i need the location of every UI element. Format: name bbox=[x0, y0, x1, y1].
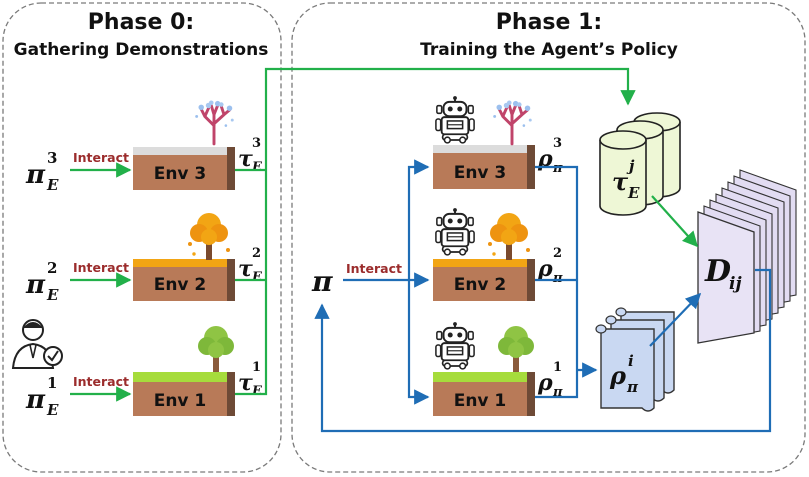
agent-policy: π bbox=[311, 265, 333, 298]
env-label: Env 1 bbox=[454, 391, 507, 411]
phase0-panel bbox=[2, 2, 282, 473]
svg-text:τ: τ bbox=[238, 146, 253, 172]
svg-text:E: E bbox=[251, 270, 263, 285]
interact-label: Interact bbox=[73, 260, 129, 275]
svg-text:ρ: ρ bbox=[609, 361, 627, 390]
phase0-title: Phase 0: bbox=[88, 10, 194, 35]
svg-text:τ: τ bbox=[238, 370, 253, 396]
phase0-subtitle: Gathering Demonstrations bbox=[14, 40, 269, 60]
rollout-2: ρ 2 π bbox=[537, 246, 563, 286]
autumn-tree-icon bbox=[188, 213, 230, 260]
svg-text:π: π bbox=[552, 385, 563, 400]
svg-text:π: π bbox=[25, 270, 46, 300]
svg-text:1: 1 bbox=[47, 374, 57, 392]
svg-text:i: i bbox=[628, 352, 634, 370]
agent-interact-arrow-1 bbox=[407, 280, 430, 405]
svg-text:ρ: ρ bbox=[537, 146, 553, 172]
svg-text:π: π bbox=[552, 271, 563, 286]
svg-text:τ: τ bbox=[612, 167, 629, 196]
demo-to-disc-arrow bbox=[651, 195, 699, 248]
svg-text:E: E bbox=[46, 401, 59, 419]
svg-text:3: 3 bbox=[252, 136, 261, 151]
phase1-env2: Env 2 bbox=[433, 259, 535, 301]
svg-text:E: E bbox=[251, 384, 263, 399]
green-tree-icon bbox=[198, 326, 234, 372]
svg-text:ρ: ρ bbox=[537, 370, 553, 396]
rollout-3: ρ 3 π bbox=[537, 136, 563, 176]
interact-label: Interact bbox=[73, 374, 129, 389]
env-label: Env 2 bbox=[154, 275, 207, 295]
svg-text:1: 1 bbox=[252, 360, 261, 375]
svg-text:E: E bbox=[46, 176, 59, 194]
svg-text:1: 1 bbox=[553, 360, 562, 375]
svg-text:E: E bbox=[46, 286, 59, 304]
svg-text:2: 2 bbox=[252, 246, 261, 261]
svg-text:ij: ij bbox=[729, 274, 742, 294]
demo-traj-3: τ 3 E bbox=[238, 136, 263, 175]
robot-icon bbox=[434, 208, 476, 256]
expert-policy-2: π 2 E bbox=[25, 259, 59, 304]
rollout-to-disc-arrow bbox=[649, 292, 702, 347]
rollout-store: ρ i π bbox=[595, 307, 675, 412]
phase1-env3: Env 3 bbox=[433, 145, 535, 189]
discriminator: D ij bbox=[697, 169, 797, 344]
phase0-env1: Env 1 bbox=[133, 372, 235, 416]
interact-label: Interact bbox=[73, 150, 129, 165]
svg-text:π: π bbox=[552, 161, 563, 176]
phase0-env3: Env 3 bbox=[133, 147, 235, 190]
env-label: Env 3 bbox=[454, 163, 507, 183]
svg-text:π: π bbox=[626, 378, 639, 396]
svg-text:π: π bbox=[311, 265, 333, 298]
env-label: Env 2 bbox=[454, 275, 507, 295]
expert-policy-1: π 1 E bbox=[25, 374, 59, 419]
robot-icon bbox=[434, 96, 476, 144]
svg-text:τ: τ bbox=[238, 256, 253, 282]
green-tree-icon bbox=[498, 326, 534, 372]
svg-text:2: 2 bbox=[47, 259, 57, 277]
demo-store: τ j E bbox=[599, 112, 681, 216]
demo-traj-1: τ 1 E bbox=[238, 360, 263, 399]
svg-text:3: 3 bbox=[553, 136, 562, 151]
robot-icon bbox=[434, 322, 476, 370]
demo-collect-arrow bbox=[235, 67, 636, 396]
winter-tree-icon bbox=[193, 98, 235, 146]
phase1-panel bbox=[291, 2, 806, 473]
winter-tree-icon bbox=[491, 98, 533, 146]
svg-text:D: D bbox=[704, 254, 731, 289]
svg-text:2: 2 bbox=[553, 246, 562, 261]
reward-feedback-arrow bbox=[314, 268, 772, 433]
svg-text:j: j bbox=[626, 157, 635, 175]
agent-interact-arrow-3 bbox=[407, 159, 430, 280]
phase1-subtitle: Training the Agent’s Policy bbox=[420, 40, 678, 60]
phase1-env1: Env 1 bbox=[433, 372, 535, 416]
env-label: Env 1 bbox=[154, 391, 207, 411]
svg-text:3: 3 bbox=[47, 149, 57, 167]
phase0-env2: Env 2 bbox=[133, 259, 235, 301]
svg-text:E: E bbox=[627, 184, 640, 202]
autumn-tree-icon bbox=[488, 213, 530, 260]
expert-policy-3: π 3 E bbox=[25, 149, 59, 194]
phase1-title: Phase 1: bbox=[496, 10, 602, 35]
demo-traj-2: τ 2 E bbox=[238, 246, 263, 285]
interact-label: Interact bbox=[346, 261, 402, 276]
svg-text:π: π bbox=[25, 385, 46, 415]
svg-text:ρ: ρ bbox=[537, 256, 553, 282]
svg-text:E: E bbox=[251, 160, 263, 175]
expert-person-icon bbox=[11, 319, 63, 369]
rollout-1: ρ 1 π bbox=[537, 360, 563, 400]
env-label: Env 3 bbox=[154, 164, 207, 184]
svg-text:π: π bbox=[25, 160, 46, 190]
